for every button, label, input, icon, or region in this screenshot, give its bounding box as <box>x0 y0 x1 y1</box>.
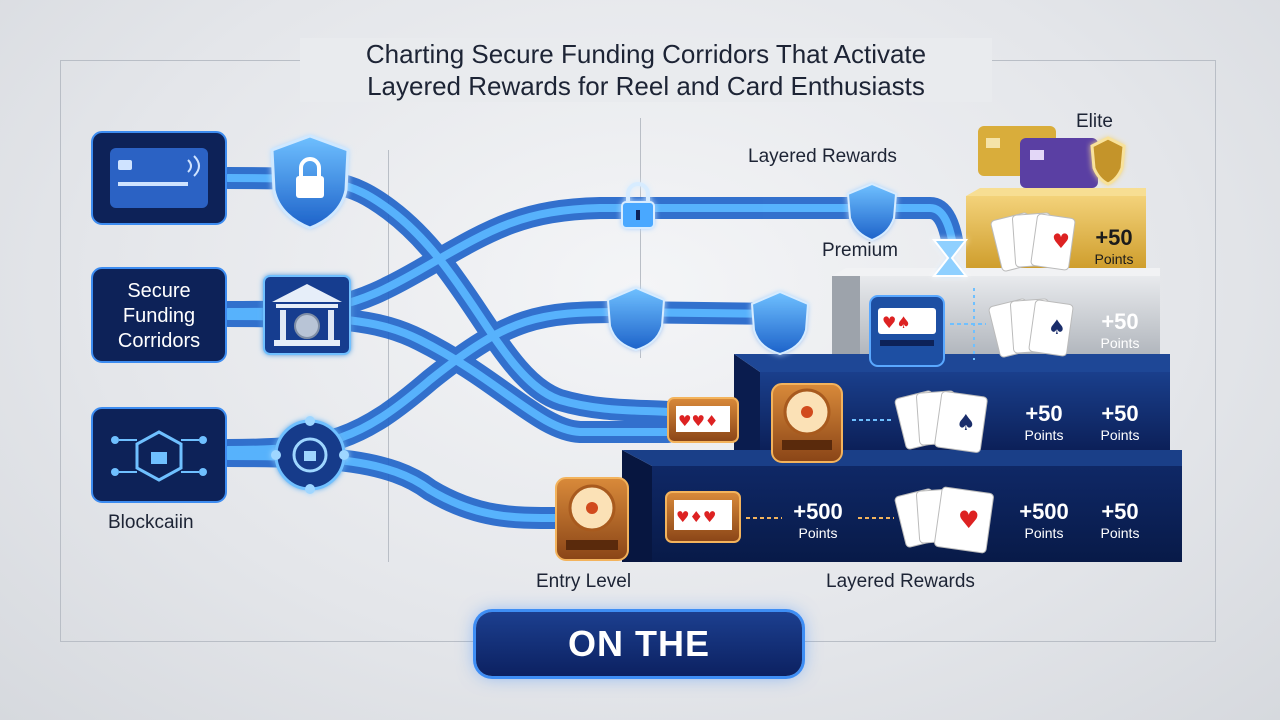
elite-label: Elite <box>1076 111 1113 132</box>
padlock-icon <box>621 182 655 229</box>
reward-unit: Points <box>1024 525 1064 541</box>
premium-reward: +50 Points <box>1090 310 1150 352</box>
diagram-title: Charting Secure Funding Corridors That A… <box>300 38 992 102</box>
layered-rewards-top-label: Layered Rewards <box>748 146 897 167</box>
premium-slot-machine-icon: ♥♠ <box>869 295 945 367</box>
premium-label: Premium <box>822 240 899 261</box>
corridor-shield-icon <box>846 182 898 242</box>
svg-text:♠: ♠ <box>1048 315 1066 339</box>
reward-unit: Points <box>798 525 838 541</box>
entry-reward-2: +500 Points <box>1010 500 1078 542</box>
frame-top-left-line <box>60 60 300 61</box>
corridor-shield-icon-3 <box>750 290 810 356</box>
title-line-2: Layered Rewards for Reel and Card Enthus… <box>367 71 925 101</box>
entry-reward-1: +500 Points <box>784 500 852 542</box>
svg-text:♥♠: ♥♠ <box>882 313 911 332</box>
svg-text:♠: ♠ <box>956 411 976 436</box>
svg-text:♥: ♥ <box>958 506 980 534</box>
svg-text:♥♦♥: ♥♦♥ <box>676 508 716 526</box>
mid-wheel-machine-icon <box>771 383 843 463</box>
reward-unit: Points <box>1024 427 1064 443</box>
inner-vertical-line-2 <box>640 118 641 358</box>
reward-unit: Points <box>1100 335 1140 351</box>
entry-level-label: Entry Level <box>536 571 632 592</box>
reward-value: +500 <box>793 499 843 524</box>
frame-top-right-line <box>980 60 1216 61</box>
corridor-shield-icon-2 <box>606 286 666 352</box>
svg-text:♥♥♦: ♥♥♦ <box>678 412 718 430</box>
mid-playing-cards-icon: ♠ <box>894 390 988 453</box>
reward-value: +50 <box>1101 309 1139 334</box>
title-line-1: Charting Secure Funding Corridors That A… <box>365 39 927 69</box>
frame-right-line <box>1215 60 1216 642</box>
reward-unit: Points <box>1094 251 1134 267</box>
entry-playing-cards-icon: ♥ <box>894 486 994 554</box>
reward-value: +50 <box>1095 225 1133 250</box>
layered-rewards-bottom-label: Layered Rewards <box>826 571 975 592</box>
reward-value: +50 <box>1101 401 1139 426</box>
reward-value: +50 <box>1025 401 1063 426</box>
bank-icon <box>91 267 227 363</box>
bank-building-icon <box>263 275 351 355</box>
mid-reward-2: +50 Points <box>1090 402 1150 444</box>
entry-slot-machine-icon: ♥♦♥ <box>665 491 741 543</box>
mid-slot-machine-icon: ♥♥♦ <box>667 397 739 443</box>
blockchain-gear-icon <box>271 416 349 494</box>
entry-reward-3: +50 Points <box>1090 500 1150 542</box>
premium-playing-cards-icon: ♠ <box>988 298 1074 358</box>
shield-lock-icon <box>270 134 350 230</box>
reward-value: +50 <box>1101 499 1139 524</box>
elite-reward: +50 Points <box>1084 226 1144 268</box>
inner-vertical-line <box>388 150 389 562</box>
blockchain-icon <box>91 407 227 503</box>
frame-left-line <box>60 60 61 642</box>
elite-playing-cards-icon: ♥ <box>990 212 1076 272</box>
svg-text:♥: ♥ <box>1052 229 1070 253</box>
mid-reward-1: +50 Points <box>1014 402 1074 444</box>
credit-card-icon <box>91 131 227 225</box>
secure-funding-corridors-label: Secure Funding Corridors <box>117 279 201 352</box>
hourglass-icon <box>931 239 969 277</box>
reward-value: +500 <box>1019 499 1069 524</box>
reward-unit: Points <box>1100 525 1140 541</box>
elite-cards-icon <box>978 126 1126 188</box>
blockchain-label: Blockcaiin <box>108 512 194 533</box>
reward-unit: Points <box>1100 427 1140 443</box>
entry-wheel-machine-icon <box>555 477 629 561</box>
on-the-button[interactable]: ON THE <box>476 612 802 676</box>
